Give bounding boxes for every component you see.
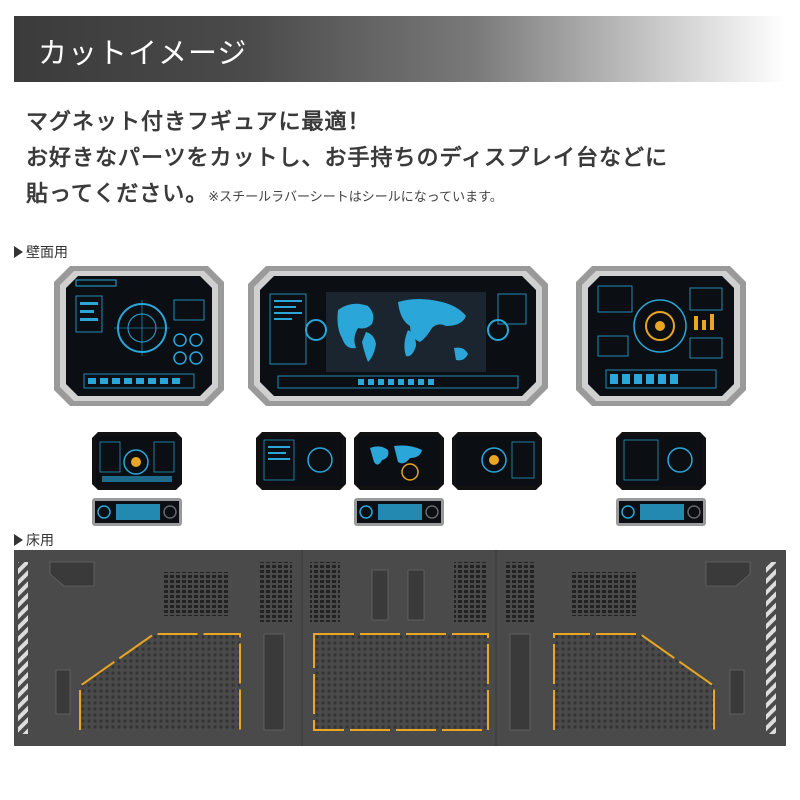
- small-monitor-2: [256, 432, 346, 490]
- small-monitor-1-image: [92, 432, 182, 490]
- small-monitor-3: [354, 432, 444, 490]
- floor-mat: [14, 550, 786, 746]
- floor-section-text: 床用: [26, 533, 54, 549]
- description-line-3-main: 貼ってください。: [26, 182, 209, 207]
- description-line-1: マグネット付きフギュアに最適！: [26, 110, 371, 135]
- keyboard-strip-1: [92, 498, 182, 526]
- keyboard-strip-2-image: [354, 498, 444, 526]
- small-monitor-4-image: [452, 432, 542, 490]
- description-line-3: 貼ってください。※スチールラバーシートはシールになっています。: [26, 176, 503, 208]
- wall-section-text: 壁面用: [26, 245, 68, 261]
- triangle-bullet-icon: [14, 246, 23, 258]
- wall-panel-right: [576, 266, 746, 406]
- small-monitor-1: [92, 432, 182, 490]
- hud-screen-worldmap-image: [248, 266, 548, 406]
- keyboard-strip-3: [616, 498, 706, 526]
- wall-panel-center: [248, 266, 548, 406]
- small-monitor-5: [616, 432, 706, 490]
- keyboard-strip-1-image: [92, 498, 182, 526]
- small-monitor-5-image: [616, 432, 706, 490]
- wall-panel-left: [54, 266, 224, 406]
- small-monitor-3-image: [354, 432, 444, 490]
- small-monitor-2-image: [256, 432, 346, 490]
- keyboard-strip-2: [354, 498, 444, 526]
- wall-section-label: 壁面用: [14, 242, 68, 262]
- sticker-note: ※スチールラバーシートはシールになっています。: [208, 190, 503, 205]
- small-monitor-4: [452, 432, 542, 490]
- header-banner: [14, 16, 786, 82]
- keyboard-strip-3-image: [616, 498, 706, 526]
- floor-mat-image: [14, 550, 786, 746]
- description-line-2: お好きなパーツをカットし、お手持ちのディスプレイ台などに: [26, 146, 669, 171]
- hud-screen-left-image: [54, 266, 224, 406]
- triangle-bullet-icon: [14, 534, 23, 546]
- page-title: カットイメージ: [38, 36, 248, 70]
- floor-section-label: 床用: [14, 530, 54, 550]
- hud-screen-right-image: [576, 266, 746, 406]
